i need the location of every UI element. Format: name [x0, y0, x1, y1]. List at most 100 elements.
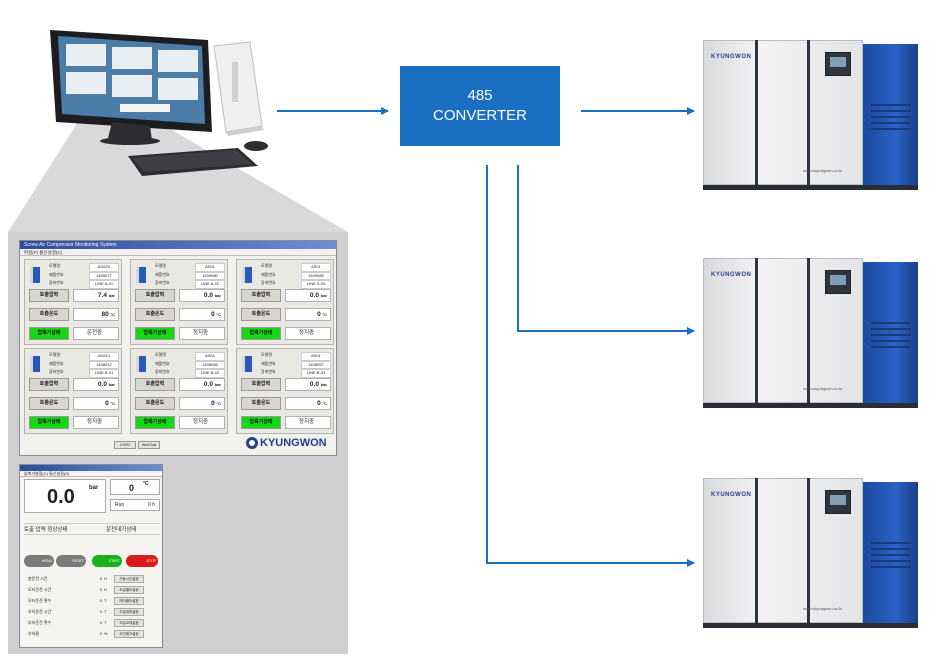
status-right: 운전대기상태	[106, 527, 137, 533]
monitoring-overview-window: Screw Air Compressor Monitoring System 파…	[19, 240, 337, 456]
temperature-label: 토출온도	[241, 397, 281, 410]
pressure-value: 0.0	[203, 381, 213, 388]
temperature-unit: °C	[322, 312, 328, 317]
state-value: 정지중	[179, 416, 225, 429]
line-value: LINE B-01	[89, 369, 119, 378]
serial-label: 제품번호	[155, 271, 170, 277]
row-name: 모터운전 횟수	[28, 598, 52, 603]
temperature-display: 0 °C	[110, 479, 160, 495]
pressure-value: 0.0	[47, 486, 75, 508]
state-value: 정지중	[285, 416, 331, 429]
temperature-label: 토출온도	[29, 308, 69, 321]
line-label: 장비번호	[261, 369, 276, 374]
pressure-value: 0.0	[309, 292, 319, 299]
model-value: AS02V	[89, 263, 119, 272]
serial-label: 제품번호	[261, 360, 276, 366]
row-setting-button[interactable]: 오일필터설정	[114, 586, 144, 594]
rs485-converter-box: 485 CONVERTER	[400, 66, 560, 146]
pressure-value: 0.0	[203, 292, 213, 299]
compressor-url: www.skyungwon.co.kr	[803, 386, 843, 391]
state-label: 압축기상태	[241, 416, 281, 429]
row-setting-button[interactable]: 에어필터설정	[114, 597, 144, 605]
line-label: 장비번호	[155, 369, 170, 374]
state-label: 압축기상태	[135, 327, 175, 340]
detail-list-row: 부하운전 횟수 0 T 오일교체설정	[28, 619, 158, 627]
model-value: AS01	[301, 352, 331, 361]
serial-label: 제품번호	[261, 271, 276, 277]
compressor-brand: KYUNGWON	[711, 54, 752, 60]
pressure-unit: bar	[320, 293, 327, 298]
state-value: 정지중	[179, 327, 225, 340]
state-value: 정지중	[73, 416, 119, 429]
bottom-button-1[interactable]: CH01	[114, 441, 136, 449]
start-button[interactable]: START	[92, 555, 122, 567]
serial-value: 1409080	[195, 271, 225, 280]
temperature-unit: °C	[110, 312, 116, 317]
line-value: LINE B-03	[301, 369, 331, 378]
control-panel-icon	[825, 490, 851, 514]
detail-list-row: 부하운전 시간 0 T 오일세퍼설정	[28, 608, 158, 616]
detail-list-row: 모터운전 횟수 0 T 에어필터설정	[28, 597, 158, 605]
row-setting-button[interactable]: 오인체크설정	[114, 630, 144, 638]
row-setting-button[interactable]: 가동시간설정	[114, 575, 144, 583]
serial-value: 1408057	[301, 360, 331, 369]
temperature-label: 토출온도	[241, 308, 281, 321]
pressure-unit: bar	[108, 293, 115, 298]
detail-window-menu[interactable]: 압축기설정(C) 통신설정(S)	[20, 471, 162, 477]
model-label: 모델명	[49, 352, 61, 357]
pressure-field: 0.0 bar	[179, 378, 225, 391]
temperature-field: 0 °C	[179, 397, 225, 410]
pressure-unit: bar	[320, 382, 327, 387]
row-unit: H	[104, 576, 107, 581]
window-menu[interactable]: 파일(F) 통신설정(C)	[20, 249, 336, 256]
compressor-icon	[136, 267, 146, 283]
temperature-value: 0	[317, 311, 321, 318]
pressure-label: 토출압력	[29, 378, 69, 391]
arrow-converter-to-compressor-2	[517, 165, 695, 335]
model-label: 모델명	[261, 352, 273, 357]
pressure-label: 토출압력	[241, 378, 281, 391]
temperature-value: 80	[101, 311, 109, 318]
status-row: 토출 압력 정상상태 운전대기상태	[24, 523, 160, 535]
line-label: 장비번호	[49, 369, 64, 374]
reset-button[interactable]: RESET	[56, 555, 86, 567]
row-setting-button[interactable]: 오일교체설정	[114, 619, 144, 627]
converter-line1: 485	[467, 87, 493, 104]
temperature-value: 0	[211, 400, 215, 407]
model-value: AS01	[301, 263, 331, 272]
temperature-unit: °C	[216, 312, 222, 317]
stop-button[interactable]: STOP	[126, 555, 158, 567]
bottom-button-2[interactable]: WeChat	[138, 441, 160, 449]
pressure-field: 0.0 bar	[73, 378, 119, 391]
row-name: 부하율	[28, 631, 40, 636]
arrow-converter-to-compressor-3	[486, 165, 695, 567]
row-value: 0	[99, 598, 102, 603]
compressor-detail-window: 압축기설정(C) 통신설정(S) 0.0 bar 0 °C Run 0 h 토출…	[19, 464, 163, 648]
compressor-url: www.skyungwon.co.kr	[803, 168, 843, 173]
row-name: 부하운전 횟수	[28, 620, 52, 625]
row-name: 부하운전 시간	[28, 609, 52, 614]
line-value: LINE B-02	[195, 369, 225, 378]
temperature-unit: °C	[322, 401, 328, 406]
temperature-label: 토출온도	[135, 308, 175, 321]
row-setting-button[interactable]: 오일세퍼설정	[114, 608, 144, 616]
temperature-value: 0	[211, 311, 215, 318]
line-value: LINE A-03	[301, 280, 331, 289]
state-label: 압축기상태	[241, 327, 281, 340]
detail-list-row: 부하율 0 % 오인체크설정	[28, 630, 158, 638]
temperature-unit: °C	[110, 401, 116, 406]
line-value: LINE A-01	[89, 280, 119, 289]
menu-button[interactable]: MENU	[24, 555, 54, 567]
row-value: 0	[99, 609, 102, 614]
temperature-label: 토출온도	[29, 397, 69, 410]
row-unit: T	[104, 598, 107, 603]
run-label: Run	[115, 502, 125, 508]
